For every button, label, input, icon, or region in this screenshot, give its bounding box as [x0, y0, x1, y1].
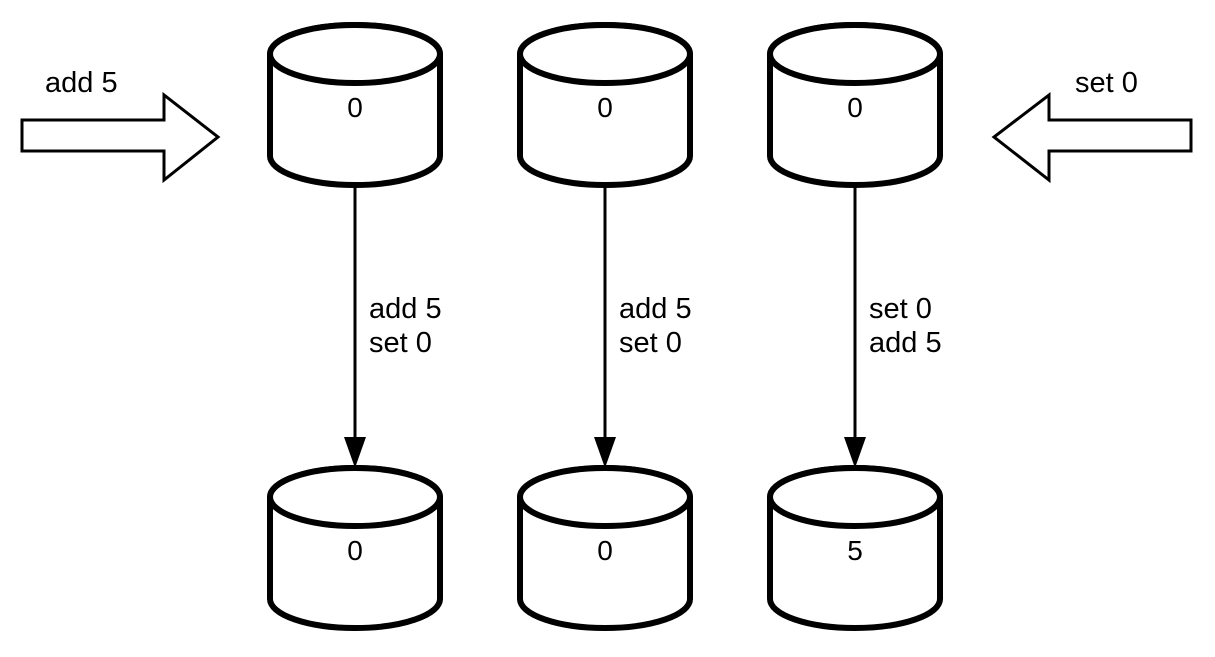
replica-1-top-cylinder: [267, 22, 443, 188]
arrow-left-icon: [991, 91, 1193, 184]
replica-2-top-value: 0: [597, 92, 613, 123]
replica-3-bottom-cylinder: [767, 465, 943, 631]
replica-1-edge-label-line-1: add 5: [369, 293, 442, 325]
replica-3-edge-label-line-2: add 5: [869, 327, 942, 359]
replica-2-connector: [594, 186, 616, 468]
replica-1-connector: [344, 186, 366, 468]
replica-3-top-cylinder: [767, 22, 943, 188]
replica-3-bottom-value: 5: [847, 535, 863, 566]
replica-1-bottom-cylinder: [267, 465, 443, 631]
replica-1-edge-label-line-2: set 0: [369, 327, 432, 359]
input-left-label: add 5: [45, 67, 118, 99]
replica-3-top-value: 0: [847, 92, 863, 123]
replica-3-edge-label-line-1: set 0: [869, 293, 932, 325]
replica-2-bottom-cylinder: [517, 465, 693, 631]
input-right-label: set 0: [1075, 67, 1138, 99]
replica-2-edge-label-line-2: set 0: [619, 327, 682, 359]
replica-1-top-value: 0: [347, 92, 363, 123]
replica-1-bottom-value: 0: [347, 535, 363, 566]
replica-2-bottom-value: 0: [597, 535, 613, 566]
arrow-right-icon: [20, 91, 221, 184]
replica-2-top-cylinder: [517, 22, 693, 188]
replica-2-edge-label-line-1: add 5: [619, 293, 692, 325]
replica-3-connector: [844, 186, 866, 468]
